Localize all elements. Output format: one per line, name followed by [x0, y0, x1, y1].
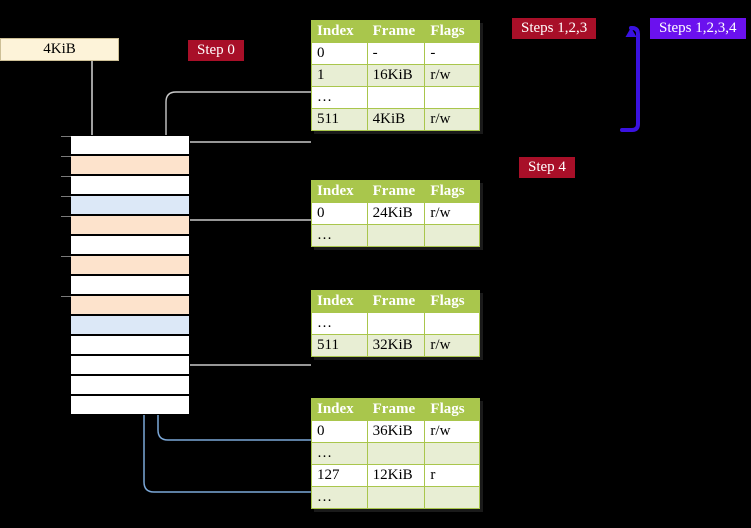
column-header-flags: Flags	[424, 290, 480, 313]
memory-frame-row	[70, 275, 190, 295]
memory-frame-row	[70, 235, 190, 255]
cell-flags	[424, 224, 480, 247]
column-header-flags: Flags	[424, 398, 480, 421]
badge-step-0: Step 0	[188, 40, 244, 61]
cell-index: 1	[311, 64, 368, 87]
cell-flags	[424, 442, 480, 465]
cell-index: 0	[311, 420, 368, 443]
badge-step-4: Step 4	[519, 157, 575, 178]
cell-flags: r/w	[424, 108, 480, 131]
cell-flags: r/w	[424, 334, 480, 357]
memory-row-tick	[61, 176, 71, 177]
cell-frame	[366, 312, 426, 335]
cell-index: 127	[311, 464, 368, 487]
table-row: …	[311, 86, 480, 109]
column-header-frame: Frame	[366, 20, 426, 43]
memory-row-tick	[61, 216, 71, 217]
cell-frame: 12KiB	[366, 464, 426, 487]
cell-frame: 32KiB	[366, 334, 426, 357]
table-row: …	[311, 312, 480, 335]
table-row: 0--	[311, 42, 480, 65]
badge-steps-1234: Steps 1,2,3,4	[650, 18, 746, 39]
memory-row-tick	[61, 196, 71, 197]
cell-flags: -	[424, 42, 480, 65]
cell-frame: 24KiB	[366, 202, 426, 225]
column-header-frame: Frame	[366, 180, 426, 203]
memory-frame-row	[61, 255, 190, 275]
cell-flags: r/w	[424, 202, 480, 225]
memory-frame-row	[61, 135, 190, 155]
memory-row-tick	[61, 256, 71, 257]
memory-size-box: 4KiB	[0, 38, 119, 61]
cell-frame	[366, 442, 426, 465]
cell-index: 0	[311, 42, 368, 65]
cell-index: …	[311, 86, 368, 109]
cell-frame: 36KiB	[366, 420, 426, 443]
memory-frame-row	[70, 395, 190, 415]
table-row: …	[311, 486, 480, 509]
memory-frame-row	[70, 355, 190, 375]
cell-index: …	[311, 442, 368, 465]
cell-frame: 4KiB	[366, 108, 426, 131]
memory-frame-row	[61, 295, 190, 315]
column-header-index: Index	[311, 290, 368, 313]
cell-index: …	[311, 486, 368, 509]
cell-flags: r/w	[424, 420, 480, 443]
table-row: …	[311, 442, 480, 465]
table-row: …	[311, 224, 480, 247]
column-header-flags: Flags	[424, 20, 480, 43]
cell-flags: r	[424, 464, 480, 487]
cell-frame	[366, 86, 426, 109]
cell-frame: 16KiB	[366, 64, 426, 87]
memory-size-label: 4KiB	[43, 41, 76, 57]
column-header-index: Index	[311, 398, 368, 421]
column-header-index: Index	[311, 180, 368, 203]
memory-row-tick	[61, 296, 71, 297]
cell-index: 0	[311, 202, 368, 225]
memory-frame-row	[70, 335, 190, 355]
cell-frame: -	[366, 42, 426, 65]
cell-frame	[366, 224, 426, 247]
physical-memory-column	[61, 135, 190, 415]
memory-frame-row	[61, 155, 190, 175]
memory-row-tick	[61, 156, 71, 157]
cell-frame	[366, 486, 426, 509]
memory-frame-row	[61, 175, 190, 195]
column-header-frame: Frame	[366, 290, 426, 313]
cell-index: …	[311, 224, 368, 247]
memory-frame-row	[70, 315, 190, 335]
column-header-index: Index	[311, 20, 368, 43]
column-header-flags: Flags	[424, 180, 480, 203]
cell-index: 511	[311, 334, 368, 357]
cell-index: 511	[311, 108, 368, 131]
memory-frame-row	[61, 215, 190, 235]
memory-row-tick	[61, 136, 71, 137]
memory-frame-row	[61, 195, 190, 215]
cell-flags	[424, 486, 480, 509]
cell-flags	[424, 312, 480, 335]
cell-flags: r/w	[424, 64, 480, 87]
column-header-frame: Frame	[366, 398, 426, 421]
cell-flags	[424, 86, 480, 109]
badge-steps-123: Steps 1,2,3	[512, 18, 597, 39]
cell-index: …	[311, 312, 368, 335]
memory-frame-row	[70, 375, 190, 395]
